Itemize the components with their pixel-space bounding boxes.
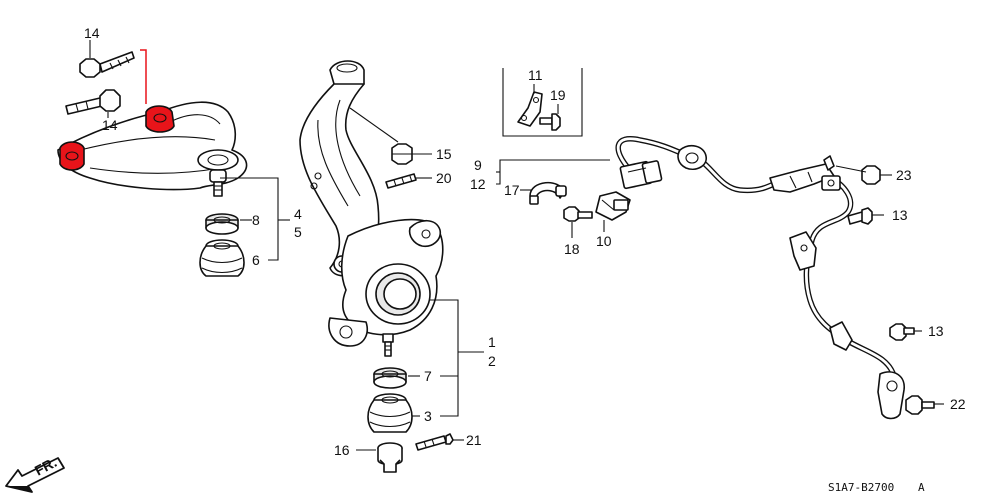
boot-ring-8[interactable]: [205, 213, 239, 235]
callout-14b: 14: [102, 117, 118, 133]
callout-13b: 13: [928, 323, 944, 339]
nut-15[interactable]: [391, 143, 413, 165]
boot-ring-7[interactable]: [373, 367, 407, 389]
bolt-21[interactable]: [415, 433, 454, 451]
callout-23: 23: [896, 167, 912, 183]
nut-16[interactable]: [377, 442, 403, 473]
callout-18: 18: [564, 241, 580, 257]
bracket-10[interactable]: [595, 191, 631, 221]
arm-bushing-front[interactable]: [59, 141, 85, 171]
bolt-20[interactable]: [385, 173, 417, 189]
bolt-18[interactable]: [563, 206, 593, 222]
callout-13a: 13: [892, 207, 908, 223]
callout-15: 15: [436, 146, 452, 162]
callout-7: 7: [424, 368, 432, 384]
diagram-code: S1A7-B2700: [828, 481, 894, 494]
callout-1: 1: [488, 334, 496, 350]
bolt-19[interactable]: [539, 113, 561, 131]
bolt-14-lower[interactable]: [65, 89, 121, 115]
bolt-13-upper[interactable]: [847, 207, 873, 225]
callout-4: 4: [294, 206, 302, 222]
callout-12: 12: [470, 176, 486, 192]
arm-bushing-rear[interactable]: [145, 105, 175, 133]
steering-knuckle[interactable]: [299, 60, 444, 357]
callout-9: 9: [474, 157, 482, 173]
nut-23[interactable]: [861, 165, 881, 185]
bolt-14-upper[interactable]: [79, 51, 135, 78]
diagram-suffix: A: [918, 481, 925, 494]
callout-10: 10: [596, 233, 612, 249]
callout-20: 20: [436, 170, 452, 186]
clip-17[interactable]: [529, 181, 567, 205]
callout-17: 17: [504, 182, 520, 198]
callout-3: 3: [424, 408, 432, 424]
boot-3[interactable]: [367, 393, 413, 433]
callout-14a: 14: [84, 25, 100, 41]
bolt-13-lower[interactable]: [889, 323, 915, 341]
bolt-22[interactable]: [905, 395, 935, 415]
callout-6: 6: [252, 252, 260, 268]
boot-6[interactable]: [199, 239, 245, 277]
callout-8: 8: [252, 212, 260, 228]
callout-22: 22: [950, 396, 966, 412]
callout-19: 19: [550, 87, 566, 103]
abs-sensor-harness[interactable]: [615, 136, 905, 420]
front-direction-arrow-icon: [5, 457, 65, 493]
callout-21: 21: [466, 432, 482, 448]
bracket-11[interactable]: [517, 91, 543, 127]
upper-control-arm[interactable]: [57, 101, 248, 197]
callout-2: 2: [488, 353, 496, 369]
callout-5: 5: [294, 224, 302, 240]
callout-16: 16: [334, 442, 350, 458]
callout-11: 11: [528, 67, 543, 83]
